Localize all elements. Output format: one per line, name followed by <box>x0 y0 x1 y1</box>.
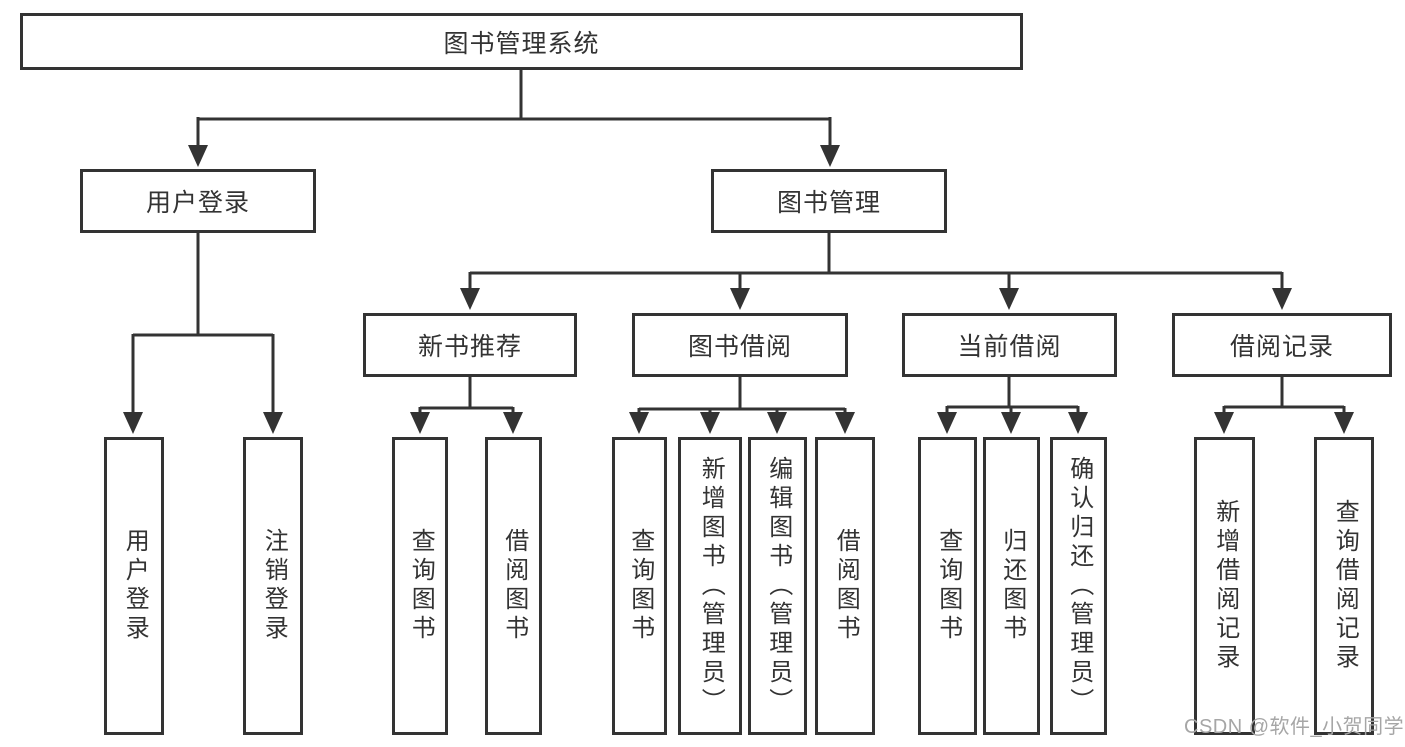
node-book-management: 图书管理 <box>711 169 947 233</box>
node-label: 图书管理系统 <box>443 29 600 58</box>
arrow-down-icon <box>1334 412 1354 434</box>
arrow-down-icon <box>410 412 430 434</box>
node-label: 图书借阅 <box>687 333 792 361</box>
node-label: 新书推荐 <box>417 333 522 361</box>
leaf-user-login: 用户登录 <box>104 437 164 735</box>
node-label: 图书管理 <box>776 189 881 217</box>
arrow-down-icon <box>820 145 840 167</box>
node-label: 查询图书 <box>407 528 435 644</box>
arrow-down-icon <box>767 412 787 434</box>
node-label: 归还图书 <box>998 528 1026 644</box>
arrow-down-icon <box>123 412 143 434</box>
arrow-down-icon <box>503 412 523 434</box>
leaf-query-borrow-record: 查询借阅记录 <box>1314 437 1374 735</box>
connector-lines <box>131 66 1346 413</box>
leaf-return-books: 归还图书 <box>983 437 1040 735</box>
arrow-down-icon <box>1272 288 1292 310</box>
leaf-add-books-admin: 新增图书（管理员） <box>678 437 742 735</box>
node-borrowing-records: 借阅记录 <box>1172 313 1392 377</box>
node-label: 确认归还（管理员） <box>1065 455 1093 717</box>
leaf-borrow-books-1: 借阅图书 <box>485 437 542 735</box>
arrow-down-icon <box>835 412 855 434</box>
arrow-down-icon <box>460 288 480 310</box>
node-current-borrowing: 当前借阅 <box>902 313 1117 377</box>
node-label: 新增借阅记录 <box>1211 499 1239 673</box>
arrow-down-icon <box>1001 412 1021 434</box>
leaf-edit-books-admin: 编辑图书（管理员） <box>748 437 807 735</box>
arrow-down-icon <box>188 145 208 167</box>
node-label: 查询图书 <box>626 528 654 644</box>
arrowheads <box>123 145 1354 434</box>
arrow-down-icon <box>700 412 720 434</box>
node-new-book-recommendation: 新书推荐 <box>363 313 577 377</box>
node-user-login: 用户登录 <box>80 169 316 233</box>
leaf-logout: 注销登录 <box>243 437 303 735</box>
node-label: 用户登录 <box>121 528 149 644</box>
node-label: 用户登录 <box>145 189 250 217</box>
arrow-down-icon <box>629 412 649 434</box>
leaf-borrow-books-2: 借阅图书 <box>815 437 875 735</box>
csdn-watermark: CSDN @软件_小贺同学 <box>1184 716 1405 738</box>
node-label: 借阅图书 <box>832 528 860 644</box>
leaf-query-books-2: 查询图书 <box>612 437 667 735</box>
arrow-down-icon <box>999 288 1019 310</box>
node-label: 新增图书（管理员） <box>697 455 725 717</box>
node-label: 编辑图书（管理员） <box>764 455 792 717</box>
arrow-down-icon <box>263 412 283 434</box>
node-label: 注销登录 <box>260 528 288 644</box>
node-book-borrowing: 图书借阅 <box>632 313 848 377</box>
node-label: 借阅记录 <box>1229 333 1334 361</box>
node-library-management-system: 图书管理系统 <box>20 13 1023 70</box>
arrow-down-icon <box>937 412 957 434</box>
node-label: 查询借阅记录 <box>1331 499 1359 673</box>
leaf-query-books-3: 查询图书 <box>918 437 977 735</box>
arrow-down-icon <box>1068 412 1088 434</box>
leaf-add-borrow-record: 新增借阅记录 <box>1194 437 1255 735</box>
node-label: 查询图书 <box>934 528 962 644</box>
arrow-down-icon <box>1214 412 1234 434</box>
node-label: 当前借阅 <box>957 333 1062 361</box>
node-label: 借阅图书 <box>500 528 528 644</box>
arrow-down-icon <box>730 288 750 310</box>
leaf-query-books-1: 查询图书 <box>392 437 448 735</box>
leaf-confirm-return-admin: 确认归还（管理员） <box>1050 437 1107 735</box>
